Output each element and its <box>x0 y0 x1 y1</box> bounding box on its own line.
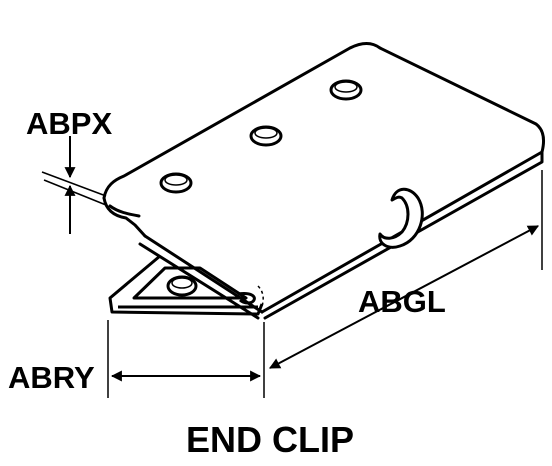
thickness-dimension <box>41 136 107 234</box>
spring-hook <box>378 187 424 249</box>
hinge-tab <box>108 254 264 316</box>
mounting-hole-rims <box>164 81 358 186</box>
length-dimension <box>269 170 543 369</box>
width-label: ABRY <box>8 360 95 395</box>
extension-line <box>41 171 107 197</box>
mounting-holes <box>159 79 363 194</box>
width-dimension <box>107 320 265 398</box>
mounting-hole <box>249 125 283 147</box>
mounting-hole <box>329 79 363 101</box>
dimension-line <box>269 225 539 369</box>
thickness-label: ABPX <box>26 106 112 141</box>
tab-hole <box>166 275 198 297</box>
part-name-caption: END CLIP <box>186 419 354 460</box>
mounting-hole <box>159 172 193 194</box>
length-label: ABGL <box>358 284 446 319</box>
tab-hole-inner <box>171 277 193 289</box>
